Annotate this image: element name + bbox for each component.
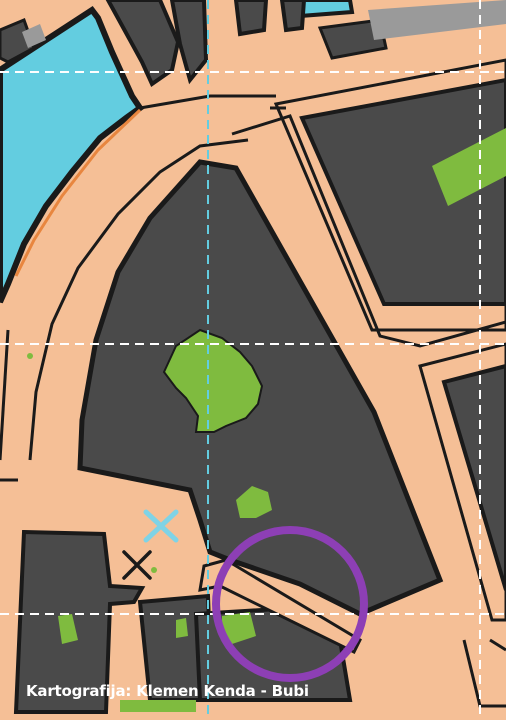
road-outline (139, 94, 276, 110)
building (233, 0, 269, 37)
vegetation (162, 328, 264, 433)
road-outline (489, 638, 506, 652)
vegetation (222, 612, 256, 644)
vegetation (432, 128, 506, 206)
building (317, 18, 388, 60)
building (368, 0, 506, 40)
map-credit: Kartografija: Klemen Kenda - Bubi (26, 682, 309, 700)
cross-icon (122, 550, 152, 580)
building (22, 24, 46, 48)
building (279, 0, 307, 33)
water-area (0, 5, 145, 304)
water-edge-line (14, 108, 142, 277)
cross-icon (143, 509, 179, 543)
building (169, 0, 209, 85)
vegetation-dot (151, 567, 157, 573)
vegetation (176, 618, 188, 638)
road-outline (231, 114, 506, 348)
building (299, 77, 506, 306)
building (105, 0, 181, 88)
building-outline (273, 58, 506, 332)
vegetation (58, 614, 78, 644)
vegetation (236, 486, 272, 518)
building (441, 363, 506, 591)
control-circle-icon (212, 526, 368, 682)
building-outline (418, 342, 506, 622)
vegetation (120, 700, 196, 712)
building (13, 529, 146, 714)
road-outline (0, 329, 10, 461)
road-outline (28, 138, 249, 461)
vegetation-dot (27, 353, 33, 359)
